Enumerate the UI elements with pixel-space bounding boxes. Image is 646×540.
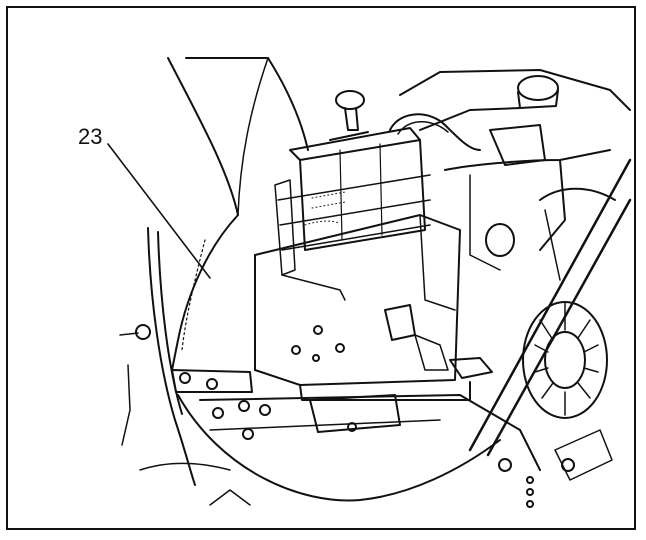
callout-leader-line [107,143,211,279]
engine-block [254,214,493,401]
left-frame [119,227,196,486]
handle-tubes [468,158,632,457]
deflector-shield [167,57,309,393]
engine-housing [399,69,631,271]
flywheel-fan [522,301,608,419]
callout-23: 23 [78,124,103,149]
base-frame [179,372,613,508]
filler-knob [329,90,369,141]
control-cable [139,394,501,506]
battery-cable [389,113,481,151]
figure-border [6,6,636,530]
battery [274,127,431,301]
